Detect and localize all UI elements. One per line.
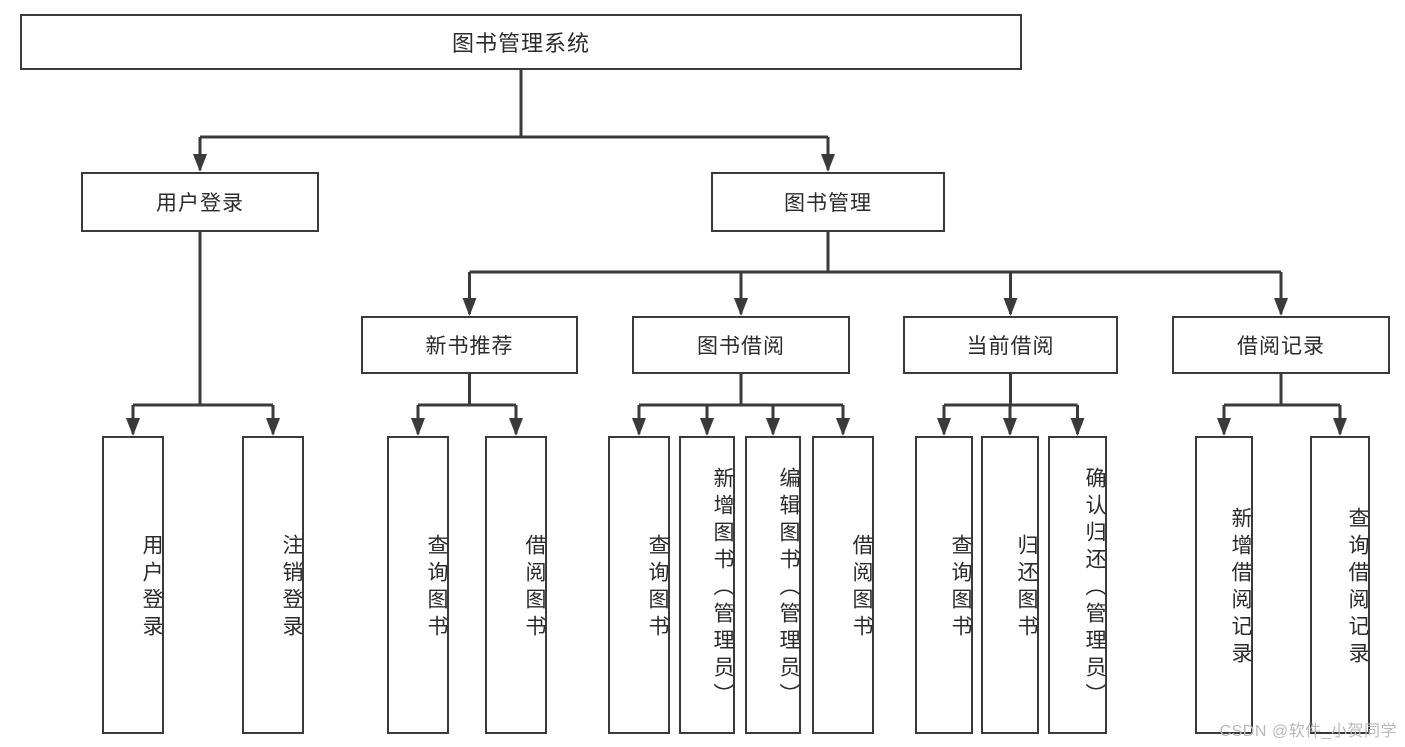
arrowhead-bookmgmt-to-newbook — [462, 298, 477, 316]
arrowhead-records-to-leaf-rec-2 — [1333, 418, 1347, 436]
arrowhead-bookmgmt-to-borrow — [734, 298, 748, 316]
arrowhead-bookmgmt-to-records — [1274, 298, 1288, 316]
arrowhead-current-to-leaf-cur-3 — [1070, 418, 1085, 436]
arrowhead-newbook-to-leaf-new-2 — [509, 418, 523, 436]
node-leaf-cur-3[interactable]: 确认归还（管理员） — [1048, 436, 1107, 734]
node-leaf-bor-3[interactable]: 编辑图书（管理员） — [745, 436, 801, 734]
arrowhead-current-to-leaf-cur-2 — [1003, 418, 1017, 436]
node-leaf-bor-2[interactable]: 新增图书（管理员） — [679, 436, 735, 734]
node-newbook[interactable]: 新书推荐 — [361, 316, 578, 374]
arrowhead-records-to-leaf-rec-1 — [1217, 418, 1231, 436]
node-leaf-login-1[interactable]: 用户登录 — [102, 436, 164, 734]
node-leaf-cur-2[interactable]: 归还图书 — [981, 436, 1039, 734]
arrowhead-login-to-leaf-login-2 — [266, 418, 280, 436]
arrowhead-newbook-to-leaf-new-1 — [411, 418, 425, 436]
node-current[interactable]: 当前借阅 — [903, 316, 1118, 374]
node-leaf-new-2[interactable]: 借阅图书 — [485, 436, 547, 734]
arrowhead-login-to-leaf-login-1 — [126, 418, 140, 436]
node-leaf-login-2[interactable]: 注销登录 — [242, 436, 304, 734]
arrowhead-borrow-to-leaf-bor-2 — [700, 418, 714, 436]
node-records[interactable]: 借阅记录 — [1172, 316, 1390, 374]
arrowhead-bookmgmt-to-current — [1003, 298, 1018, 316]
node-login[interactable]: 用户登录 — [81, 172, 319, 232]
node-leaf-rec-2[interactable]: 查询借阅记录 — [1310, 436, 1370, 734]
node-leaf-rec-1[interactable]: 新增借阅记录 — [1195, 436, 1253, 734]
arrowhead-borrow-to-leaf-bor-4 — [836, 418, 850, 436]
node-leaf-bor-1[interactable]: 查询图书 — [608, 436, 670, 734]
arrowhead-borrow-to-leaf-bor-1 — [632, 418, 646, 436]
node-leaf-cur-1[interactable]: 查询图书 — [915, 436, 973, 734]
arrowhead-current-to-leaf-cur-1 — [937, 418, 951, 436]
node-leaf-bor-4[interactable]: 借阅图书 — [812, 436, 874, 734]
watermark: CSDN @软件_小贺同学 — [1219, 723, 1397, 740]
arrowhead-borrow-to-leaf-bor-3 — [766, 418, 780, 436]
node-leaf-new-1[interactable]: 查询图书 — [387, 436, 449, 734]
arrowhead-root-to-bookmgmt — [821, 154, 835, 172]
node-bookmgmt[interactable]: 图书管理 — [711, 172, 945, 232]
page-title[interactable]: 图书管理系统 — [20, 14, 1022, 70]
arrowhead-root-to-login — [193, 154, 207, 172]
node-borrow[interactable]: 图书借阅 — [632, 316, 850, 374]
